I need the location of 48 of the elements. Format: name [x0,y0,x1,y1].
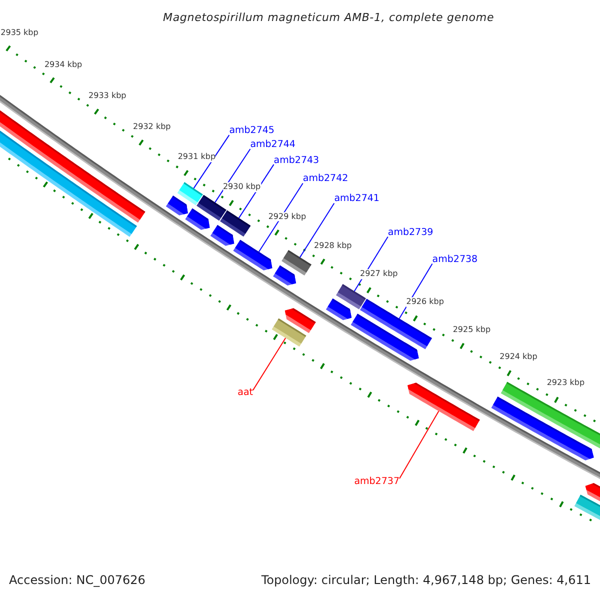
gene-block [220,210,251,237]
gene-label: amb2741 [334,193,380,205]
gene-label: amb2743 [274,154,320,166]
scale-label: 2926 kbp [406,297,444,307]
gene-label: amb2738 [432,254,478,266]
pointed-gene-block [408,382,480,432]
gene-block [196,194,226,221]
pointed-gene-block [210,225,234,246]
leader-line [299,202,335,258]
leader-line [258,182,304,252]
scale-label: 2925 kbp [452,324,491,334]
scale-label: 2930 kbp [222,182,261,192]
gene-block [574,494,600,520]
pointed-gene-block [166,196,188,216]
pointed-gene-block [350,314,419,361]
leader-line [399,410,440,480]
pointed-gene-block [326,298,352,320]
scale-label: 2927 kbp [360,269,398,279]
leader-line [193,134,230,189]
leader-line [214,148,251,203]
accession-text: Accession: NC_007626 [9,573,146,588]
scale-label: 2933 kbp [88,91,126,101]
gene-block [177,182,203,206]
pointed-gene-block [185,208,210,230]
pointed-gene-block [491,396,594,460]
scale-label: 2928 kbp [314,240,352,250]
pointed-gene-block [273,265,296,286]
gene-label: amb2739 [388,226,434,238]
summary-text: Topology: circular; Length: 4,967,148 bp; Genes: 4,611 [261,573,591,588]
scale-label: 2929 kbp [268,212,306,222]
gene-block [336,284,366,310]
scale-label: 2934 kbp [44,60,82,70]
pointed-gene-block [233,240,272,270]
pointed-gene-block [284,308,316,334]
scale-label: 2932 kbp [133,122,171,132]
gene-label: amb2742 [302,173,348,185]
gene-label: amb2745 [229,125,274,136]
scale-label: 2923 kbp [546,378,585,388]
title: Magnetospirillum magneticum AMB-1, complete genome [163,11,494,24]
pointed-gene-block [585,483,600,502]
gene-label: aat [238,387,253,399]
gene-block [0,130,137,237]
scale-label: 2935 kbp [0,28,38,38]
scale-label: 2931 kbp [178,152,216,162]
scale-label: 2924 kbp [500,352,538,362]
gene-label: amb2744 [250,139,296,150]
leader-line [252,338,286,391]
gene-label: amb2737 [354,476,400,487]
